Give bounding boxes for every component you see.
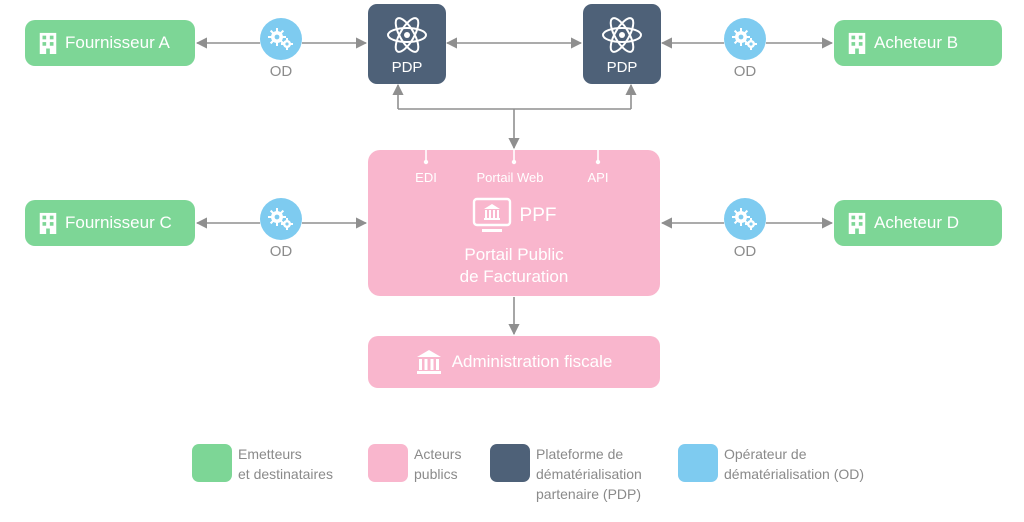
legend-line: Acteurs xyxy=(414,446,462,462)
bank-icon xyxy=(416,350,441,374)
legend-line: publics xyxy=(414,466,458,482)
gears-icon xyxy=(732,28,757,50)
monitor-bank-icon xyxy=(472,197,511,232)
ppf-name-line2: de Facturation xyxy=(459,267,569,286)
gears-icon xyxy=(268,208,293,230)
actor-label: Acheteur D xyxy=(874,213,960,232)
ppf-channel-ticks xyxy=(423,150,601,165)
legend-swatch xyxy=(368,444,408,482)
od-label: OD xyxy=(269,243,293,260)
od-circle xyxy=(260,18,302,60)
ppf-acronym: PPF xyxy=(519,205,557,226)
od-circle xyxy=(724,18,766,60)
building-icon xyxy=(39,212,57,234)
gears-icon xyxy=(732,208,757,230)
gears-icon xyxy=(268,28,293,50)
legend-swatch xyxy=(192,444,232,482)
admin-label: Administration fiscale xyxy=(451,352,613,371)
actor-label: Fournisseur A xyxy=(65,33,170,52)
od-mid-right: OD xyxy=(715,198,775,260)
ppf-header: PPF xyxy=(368,196,660,236)
od-top-right: OD xyxy=(715,18,775,80)
channel-portail-web: Portail Web xyxy=(476,170,544,185)
legend-line: partenaire (PDP) xyxy=(536,486,642,502)
channel-api: API xyxy=(587,170,609,185)
legend-text: Plateforme de dématérialisation partenai… xyxy=(536,444,642,504)
legend-swatch xyxy=(490,444,530,482)
legend-line: dématérialisation xyxy=(536,466,642,482)
ppf-box: EDI Portail Web API PPF Portail Public d… xyxy=(368,150,660,296)
building-icon xyxy=(848,32,866,54)
legend-line: Plateforme de xyxy=(536,446,624,462)
actor-acheteur-b: Acheteur B xyxy=(834,20,1002,66)
legend-emitters: Emetteurs et destinataires xyxy=(192,444,333,484)
legend-line: Opérateur de xyxy=(724,446,807,462)
building-icon xyxy=(39,32,57,54)
od-label: OD xyxy=(269,63,293,80)
legend-pdp: Plateforme de dématérialisation partenai… xyxy=(490,444,642,504)
legend-od: Opérateur de dématérialisation (OD) xyxy=(678,444,864,484)
actor-label: Fournisseur C xyxy=(65,213,172,232)
od-top-left: OD xyxy=(251,18,311,80)
legend-text: Emetteurs et destinataires xyxy=(238,444,333,484)
pdp-label: PDP xyxy=(606,58,638,76)
pdp-right: PDP xyxy=(583,4,661,84)
legend-line: Emetteurs xyxy=(238,446,302,462)
atom-icon xyxy=(602,16,642,53)
ppf-name-line1: Portail Public xyxy=(464,245,564,264)
od-label: OD xyxy=(733,243,757,260)
legend-line: dématérialisation (OD) xyxy=(724,466,865,482)
legend-text: Opérateur de dématérialisation (OD) xyxy=(724,444,864,484)
legend-text: Acteurs publics xyxy=(414,444,461,484)
legend-swatch xyxy=(678,444,718,482)
actor-fournisseur-c: Fournisseur C xyxy=(25,200,195,246)
pdp-left: PDP xyxy=(368,4,446,84)
actor-label: Acheteur B xyxy=(874,33,959,52)
od-circle xyxy=(724,198,766,240)
ppf-name: Portail Public de Facturation xyxy=(368,244,660,288)
actor-acheteur-d: Acheteur D xyxy=(834,200,1002,246)
legend-line: et destinataires xyxy=(238,466,333,482)
od-circle xyxy=(260,198,302,240)
channel-edi: EDI xyxy=(415,170,437,185)
building-icon xyxy=(848,212,866,234)
actor-fournisseur-a: Fournisseur A xyxy=(25,20,195,66)
od-mid-left: OD xyxy=(251,198,311,260)
legend-public: Acteurs publics xyxy=(368,444,461,484)
admin-fiscale-box: Administration fiscale xyxy=(368,336,660,388)
od-label: OD xyxy=(733,63,757,80)
atom-icon xyxy=(387,16,427,53)
pdp-label: PDP xyxy=(391,58,423,76)
